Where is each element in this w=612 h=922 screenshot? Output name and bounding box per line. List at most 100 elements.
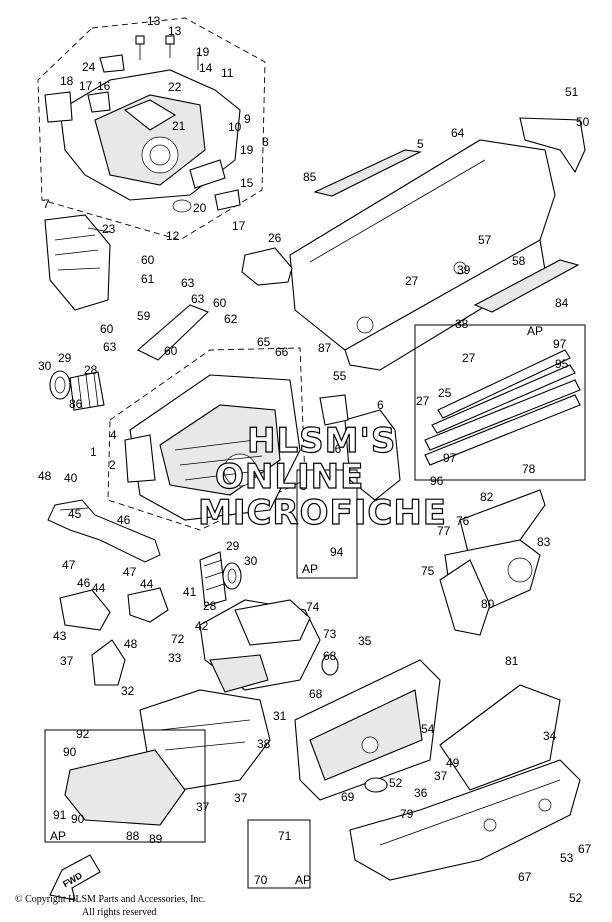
callout-1: 1 (90, 445, 97, 459)
callout-75: 75 (421, 564, 435, 578)
callout-32: 32 (121, 684, 135, 698)
callout-41: 41 (183, 585, 197, 599)
watermark-line2: ONLINE (215, 457, 364, 497)
callout-33: 33 (168, 651, 182, 665)
callout-40: 40 (64, 471, 78, 485)
callout-54: 54 (421, 722, 435, 736)
callout-57: 57 (478, 233, 492, 247)
callout-71: 71 (278, 829, 292, 843)
callout-80: 80 (481, 597, 495, 611)
callout-60: 60 (100, 322, 114, 336)
callout-63: 63 (191, 292, 205, 306)
callout-60: 60 (213, 296, 227, 310)
bar-59 (137, 304, 210, 361)
callout-26: 26 (268, 231, 282, 245)
callout-13: 13 (168, 24, 182, 38)
callout-65: 65 (257, 335, 271, 349)
strip-84 (473, 259, 580, 313)
callout-67: 67 (578, 842, 592, 856)
panel-6 (344, 409, 401, 501)
callout-74: 74 (306, 600, 320, 614)
callout-30: 30 (244, 554, 258, 568)
callout-81: 81 (505, 654, 519, 668)
callout-37: 37 (234, 791, 248, 805)
callout-47: 47 (123, 565, 137, 579)
fwd-arrow: FWD (49, 854, 101, 901)
callout-90: 90 (63, 745, 77, 759)
grommet-69 (364, 777, 388, 793)
callout-10: 10 (228, 120, 242, 134)
callout-44: 44 (92, 581, 106, 595)
callout-53: 53 (560, 851, 574, 865)
callout-7: 7 (43, 197, 50, 211)
callout-87: 87 (318, 341, 332, 355)
intake-boots-lower (199, 551, 242, 607)
callout-92: 92 (76, 727, 90, 741)
callout-29: 29 (58, 351, 72, 365)
callout-36: 36 (414, 786, 428, 800)
rails-95 (414, 324, 586, 481)
callout-95: 95 (555, 357, 569, 371)
callout-28: 28 (84, 363, 98, 377)
pan-34 (349, 684, 581, 881)
callout-63: 63 (103, 340, 117, 354)
callout-58: 58 (512, 254, 526, 268)
callout-66: 66 (275, 345, 289, 359)
callout-5: 5 (417, 137, 424, 151)
callout-83: 83 (537, 535, 551, 549)
watermark: HLSM'S ONLINE MICROFICHE (197, 420, 446, 533)
callout-14: 14 (199, 61, 213, 75)
callout-90: 90 (71, 812, 85, 826)
callout-51: 51 (565, 85, 579, 99)
callout-4: 4 (110, 428, 117, 442)
callout-27: 27 (416, 394, 430, 408)
callout-69: 69 (341, 790, 355, 804)
callout-76: 76 (456, 514, 470, 528)
callout-68: 68 (323, 649, 337, 663)
ap-label: AP (527, 324, 543, 338)
ap-box-94 (296, 469, 358, 579)
callout-48: 48 (38, 469, 52, 483)
copyright-line2: All rights reserved (82, 907, 157, 918)
callout-79: 79 (400, 807, 414, 821)
callout-63: 63 (181, 276, 195, 290)
bracket-42 (127, 587, 169, 623)
pan-35 (294, 659, 441, 801)
copyright-line1: © Copyright HLSM Parts and Accessories, … (15, 894, 206, 905)
callout-2: 2 (109, 458, 116, 472)
callout-17: 17 (232, 219, 246, 233)
callout-48: 48 (124, 637, 138, 651)
bracket-26 (241, 247, 293, 286)
bracket-32 (91, 639, 126, 686)
ap-box-88 (44, 729, 206, 843)
callout-77: 77 (437, 524, 451, 538)
callout-52: 52 (569, 891, 583, 905)
callout-20: 20 (193, 201, 207, 215)
ap-label: AP (50, 829, 66, 843)
watermark-line1: HLSM'S (247, 421, 396, 461)
callout-13: 13 (147, 14, 161, 28)
ap-box-70 (247, 819, 311, 889)
callout-78: 78 (522, 462, 536, 476)
strip-85 (313, 149, 422, 197)
callout-61: 61 (141, 272, 155, 286)
callout-96: 96 (430, 474, 444, 488)
callout-91: 91 (53, 808, 67, 822)
callout-42: 42 (195, 619, 209, 633)
callout-22: 22 (168, 80, 182, 94)
callout-96: 96 (328, 442, 342, 456)
callout-9: 9 (244, 112, 251, 126)
callout-64: 64 (451, 126, 465, 140)
callout-70: 70 (254, 873, 268, 887)
callout-52: 52 (389, 776, 403, 790)
callout-17: 17 (79, 79, 93, 93)
callout-44: 44 (140, 577, 154, 591)
callout-94: 94 (330, 545, 344, 559)
callout-29: 29 (226, 539, 240, 553)
main-deck-5 (289, 117, 586, 371)
callout-49: 49 (446, 756, 460, 770)
callout-46: 46 (77, 576, 91, 590)
grommet-68 (321, 654, 339, 676)
